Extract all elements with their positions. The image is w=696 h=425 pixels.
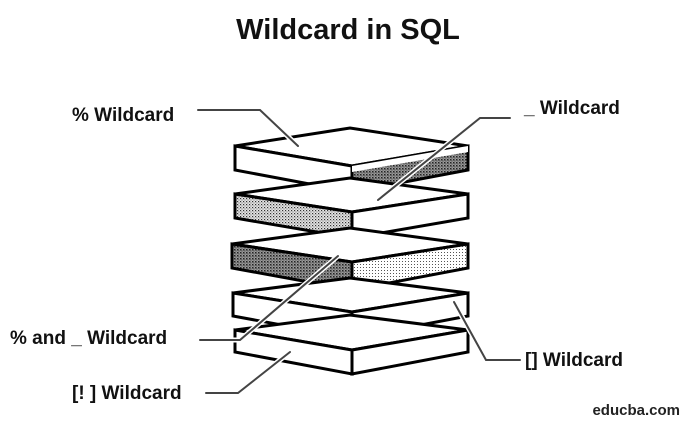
leader-lines (195, 107, 523, 396)
watermark: educba.com (592, 402, 680, 419)
page-title: Wildcard in SQL (236, 14, 460, 46)
leader-not-brackets (203, 349, 293, 396)
label-not-brackets-wildcard: [! ] Wildcard (72, 383, 182, 404)
leader-brackets (451, 299, 523, 363)
label-percent-wildcard: % Wildcard (72, 105, 175, 126)
leader-underscore (375, 115, 513, 203)
label-underscore-wildcard: _ Wildcard (524, 98, 620, 119)
label-brackets-wildcard: [] Wildcard (525, 350, 623, 371)
leader-percent-and-underscore (197, 253, 341, 343)
layer-5 (233, 313, 470, 376)
label-percent-and-underscore-wildcard: % and _ Wildcard (10, 328, 168, 349)
leader-percent (195, 107, 301, 149)
